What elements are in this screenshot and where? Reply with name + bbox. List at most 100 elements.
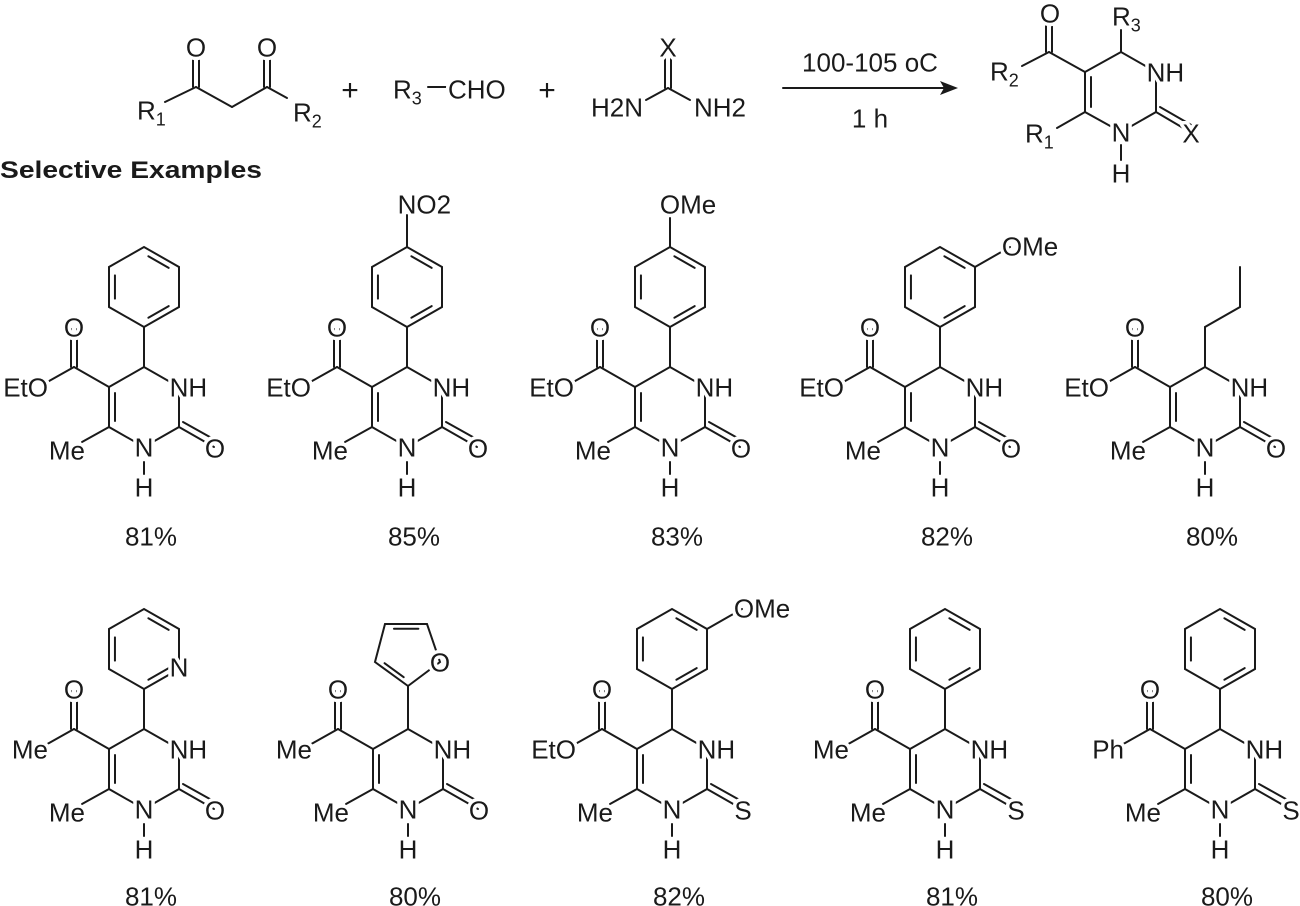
yield-label: 80%	[1201, 881, 1253, 906]
group-label-me: Me	[313, 797, 349, 827]
bond-c6-me	[81, 788, 110, 805]
bond-carbonyl-acyl	[569, 728, 603, 748]
benzene-ring	[108, 245, 180, 328]
double-bond-inner	[675, 617, 698, 631]
benzene-ring	[904, 245, 976, 328]
condition-time: 1 h	[852, 103, 888, 133]
atom-label-h: H	[135, 472, 154, 502]
bond-c6-me	[607, 426, 636, 443]
group-label-me: Me	[575, 435, 611, 465]
plus-sign: +	[341, 74, 359, 107]
atom-label-o: O	[64, 312, 84, 342]
bond-c6-me	[344, 426, 373, 443]
double-bond-c2x	[978, 421, 1014, 442]
reaction-arrow-head	[940, 81, 958, 95]
bond-c6-r1	[1056, 111, 1086, 129]
atom-label-nh: NH	[433, 372, 471, 402]
yield-label: 85%	[388, 521, 440, 551]
group-label-acyl: EtO	[531, 734, 576, 764]
bond-c-n	[645, 87, 669, 101]
bond-c5-acyl	[1048, 51, 1086, 73]
bond-c5-carbonyl	[599, 366, 636, 388]
benzene-ring	[1184, 607, 1256, 690]
bond-c6-me	[1142, 426, 1171, 443]
atom-label-c2: S	[1007, 795, 1024, 825]
double-bond-inner	[410, 305, 433, 319]
double-bond-c2x	[178, 426, 215, 448]
double-bond-c2x	[442, 788, 479, 810]
atom-label-nh: NH	[1246, 734, 1284, 764]
atom-label-h: H	[1112, 158, 1131, 188]
bond-c5-carbonyl	[1134, 366, 1171, 388]
atom-label-h: H	[663, 834, 682, 864]
atom-label-nh: NH	[971, 734, 1009, 764]
atom-label-n: N	[1211, 794, 1230, 824]
group-label-r2: R2	[293, 97, 322, 131]
atom-label-n: N	[661, 432, 680, 462]
benzene-ring	[909, 607, 981, 690]
atom-label-o: O	[1140, 674, 1160, 704]
bond-c5-carbonyl	[73, 728, 110, 750]
group-label-acyl: EtO	[799, 372, 844, 402]
bond-acyl-r2	[1021, 51, 1050, 67]
group-label-me: Me	[1125, 797, 1161, 827]
atom-label-h: H	[661, 472, 680, 502]
double-bond-c2x	[974, 426, 1011, 448]
atom-label-n: N	[663, 794, 682, 824]
bond-c5-carbonyl	[336, 366, 373, 388]
group-label-acyl: EtO	[529, 372, 574, 402]
double-bond-inner	[943, 305, 966, 319]
yield-label: 81%	[125, 521, 177, 551]
bond-c5-carbonyl	[1149, 728, 1186, 750]
atom-label-furan-o: O	[430, 647, 450, 677]
bond-carbonyl-acyl	[41, 366, 75, 386]
group-label-r3: R3	[1112, 1, 1141, 35]
atom-label-o: O	[590, 312, 610, 342]
condition-temperature: 100-105 oC	[802, 47, 938, 77]
double-bond-c2x	[704, 426, 741, 448]
group-label-acyl: EtO	[266, 372, 311, 402]
yield-label: 80%	[1186, 521, 1238, 551]
benzene-ring	[636, 607, 708, 690]
bond-carbonyl-acyl	[837, 366, 871, 386]
atom-label-n: N	[135, 794, 154, 824]
atom-label-nh: NH	[696, 372, 734, 402]
group-label-ome: OMe	[734, 593, 790, 623]
bond-c5-carbonyl	[337, 728, 374, 750]
atom-label-c2: O	[205, 795, 225, 825]
double-bond-inner	[147, 255, 170, 269]
double-bond-inner	[943, 255, 966, 269]
atom-label-c2: O	[205, 433, 225, 463]
yield-label: 82%	[921, 521, 973, 551]
group-label-me: Me	[49, 435, 85, 465]
double-bond-cx	[1155, 111, 1191, 133]
atom-label-n: N	[1112, 117, 1131, 147]
yield-label: 83%	[651, 521, 703, 551]
propyl-chain	[1204, 266, 1241, 368]
atom-label-c2: O	[469, 795, 489, 825]
atom-label-nh: NH	[966, 372, 1004, 402]
yield-label: 80%	[389, 881, 441, 906]
double-bond-inner	[410, 255, 433, 269]
group-label-ome: OMe	[1002, 231, 1058, 261]
atom-label-h: H	[399, 834, 418, 864]
yield-label: 82%	[653, 881, 705, 906]
atom-label-c2: S	[1282, 795, 1299, 825]
double-bond-c2x	[706, 788, 743, 810]
double-bond-inner	[675, 667, 698, 681]
double-bond-c2x	[979, 788, 1016, 810]
section-title: Selective Examples	[0, 157, 262, 184]
bond-carbonyl-acyl	[305, 728, 339, 748]
plus-sign: +	[538, 74, 556, 107]
atom-label-n: N	[931, 432, 950, 462]
atom-label-o: O	[64, 674, 84, 704]
double-bond-inner	[147, 667, 170, 681]
atom-label-nh: NH	[434, 734, 472, 764]
atom-label-o: O	[592, 674, 612, 704]
double-bond-inner	[147, 305, 170, 319]
group-label-cho: CHO	[448, 74, 506, 104]
group-label-me: Me	[312, 435, 348, 465]
group-label-acyl: Ph	[1092, 734, 1124, 764]
